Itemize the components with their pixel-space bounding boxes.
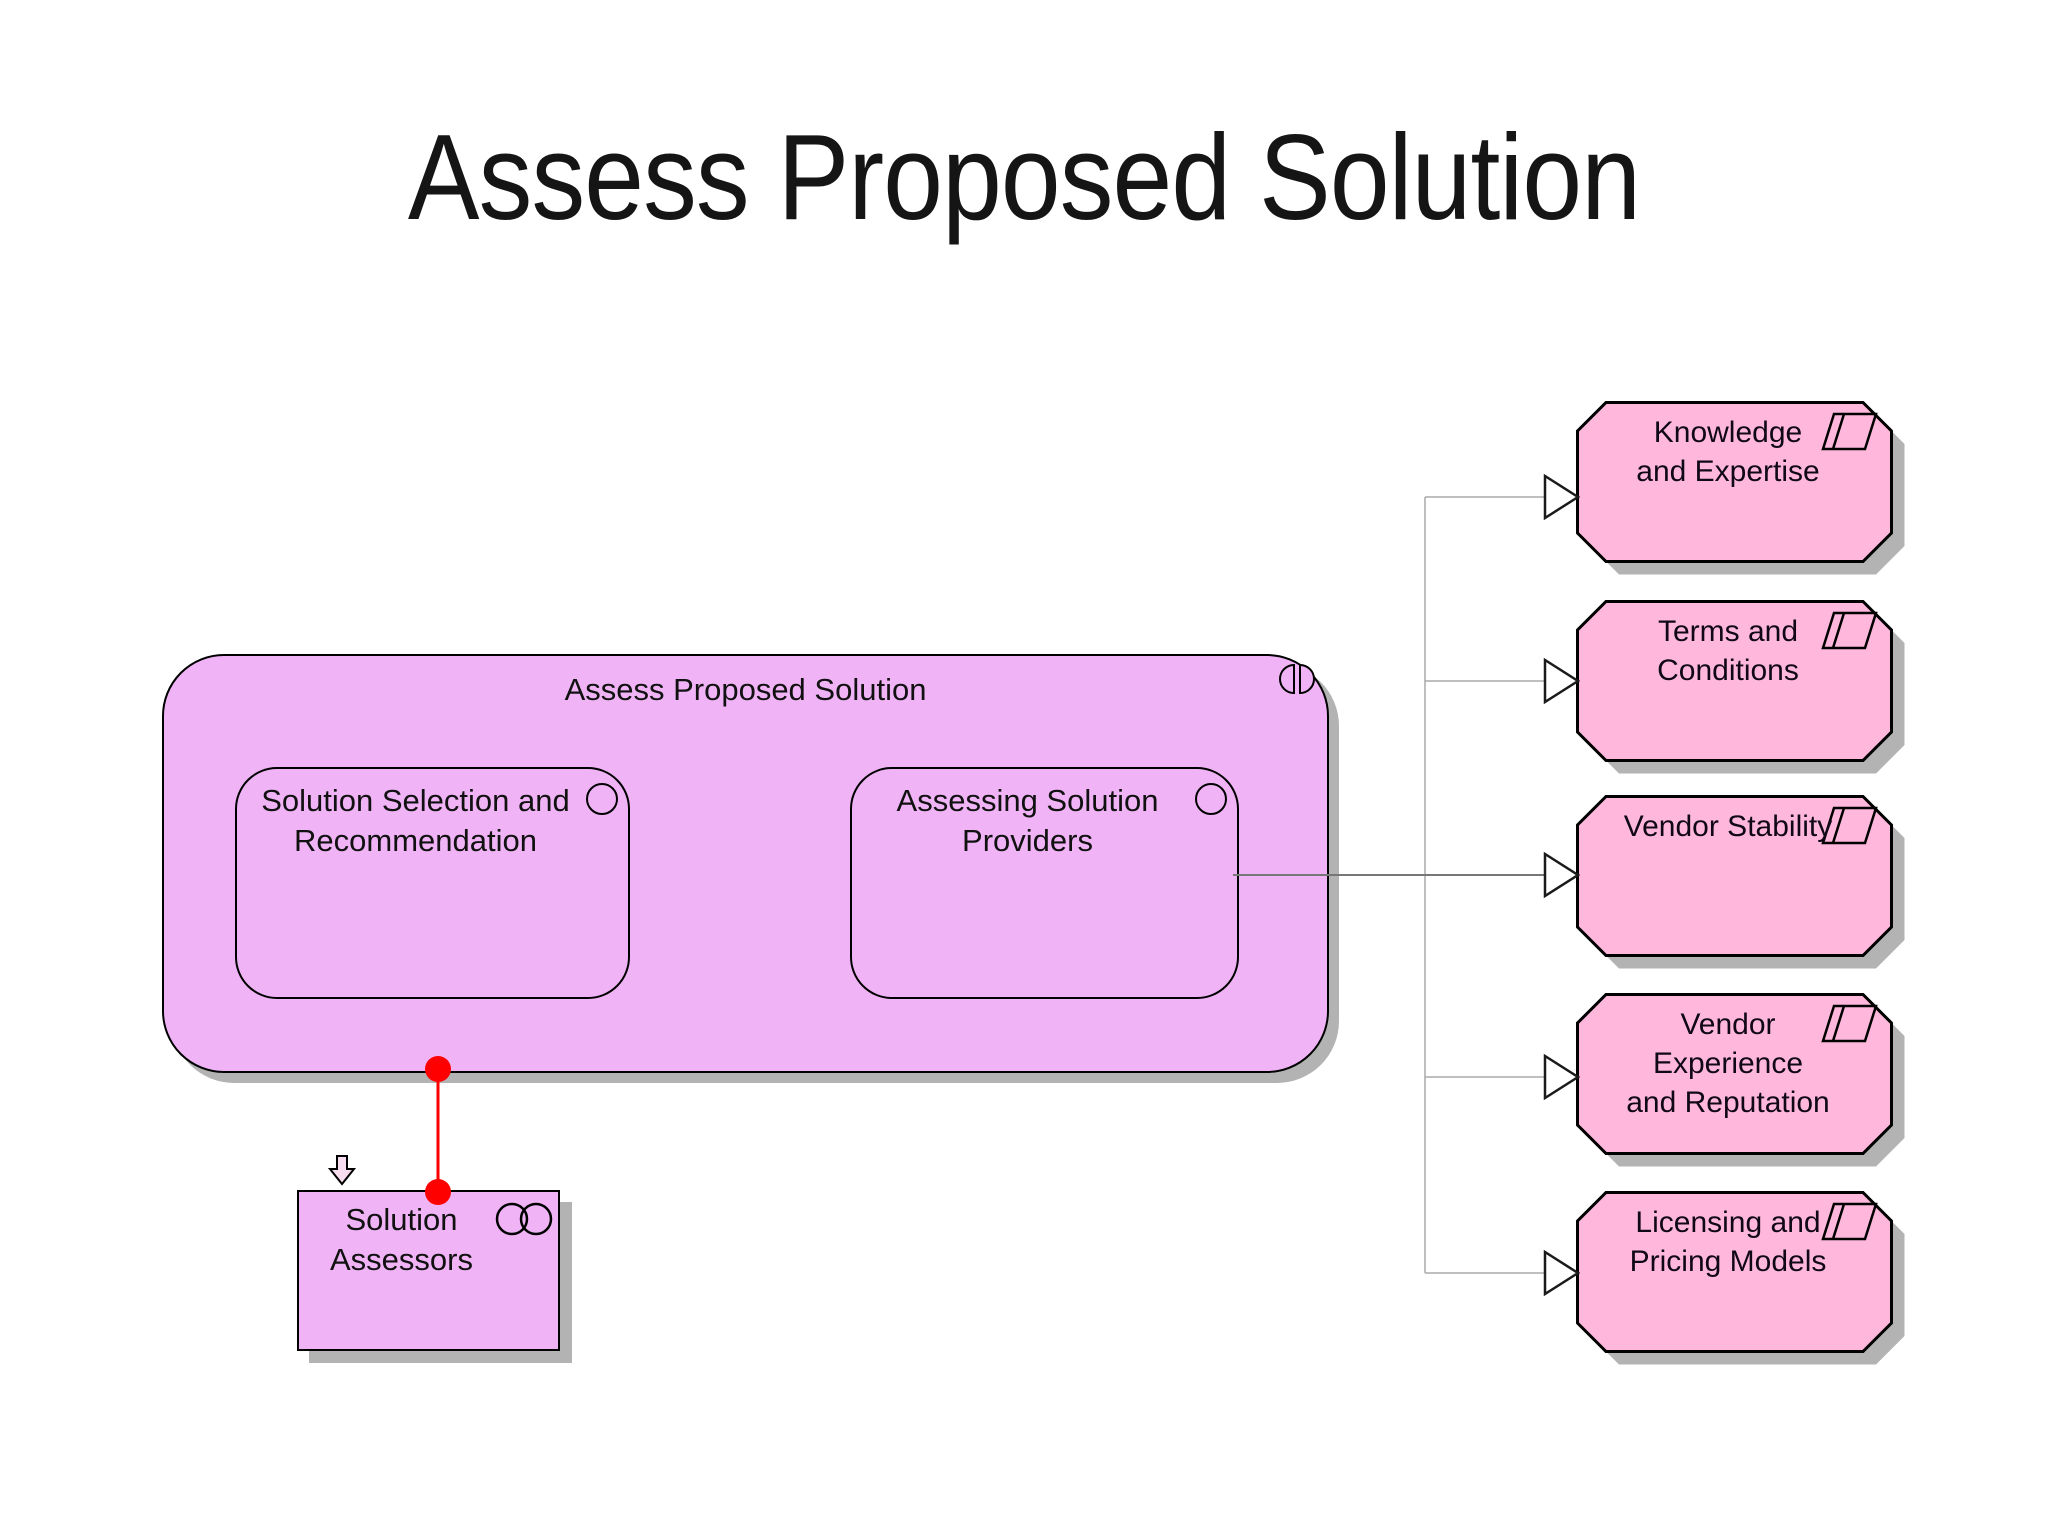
deliverable-knowledge-and-expertise[interactable]: Knowledge and Expertise bbox=[1576, 401, 1910, 581]
deliverable-vendor-stability[interactable]: Vendor Stability bbox=[1576, 795, 1910, 975]
deliverable-vendor-experience-reputation[interactable]: Vendor Experience and Reputation bbox=[1576, 993, 1910, 1173]
sub-process-assessing-providers[interactable]: Assessing Solution Providers bbox=[850, 767, 1239, 999]
deliverable-icon bbox=[1821, 1004, 1878, 1043]
process-circle-icon bbox=[586, 783, 618, 815]
process-group-label: Assess Proposed Solution bbox=[564, 672, 927, 707]
process-circle-icon bbox=[1195, 783, 1227, 815]
deliverable-icon bbox=[1821, 1202, 1878, 1241]
realization-arrowhead-icon bbox=[1543, 851, 1581, 899]
down-arrow-icon bbox=[328, 1155, 356, 1186]
deliverable-label: Vendor Experience and Reputation bbox=[1626, 1008, 1830, 1119]
actor-label: Solution Assessors bbox=[330, 1202, 473, 1278]
octagon-shape bbox=[1576, 401, 1905, 575]
page-title: Assess Proposed Solution bbox=[407, 109, 1641, 245]
octagon-shape bbox=[1576, 1191, 1905, 1365]
collaboration-icon bbox=[495, 1202, 553, 1236]
deliverable-licensing-pricing-models[interactable]: Licensing and Pricing Models bbox=[1576, 1191, 1910, 1371]
octagon-shape bbox=[1576, 600, 1905, 774]
realization-arrowhead-icon bbox=[1543, 657, 1581, 705]
process-group-assess-proposed-solution[interactable]: Assess Proposed Solution Solution Select… bbox=[162, 654, 1329, 1073]
realization-arrowhead-icon bbox=[1543, 1249, 1581, 1297]
deliverable-icon bbox=[1821, 412, 1878, 451]
realization-arrowhead-icon bbox=[1543, 473, 1581, 521]
deliverable-label: Vendor Stability bbox=[1623, 810, 1833, 843]
deliverable-terms-and-conditions[interactable]: Terms and Conditions bbox=[1576, 600, 1910, 780]
deliverable-icon bbox=[1821, 806, 1878, 845]
deliverable-icon bbox=[1821, 611, 1878, 650]
deliverable-label: Terms and Conditions bbox=[1657, 615, 1799, 687]
deliverable-label: Licensing and Pricing Models bbox=[1629, 1206, 1827, 1278]
sub-process-label: Solution Selection and Recommendation bbox=[261, 783, 570, 859]
sub-process-solution-selection[interactable]: Solution Selection and Recommendation bbox=[235, 767, 630, 999]
actor-solution-assessors[interactable]: Solution Assessors bbox=[297, 1190, 560, 1351]
realization-arrowhead-icon bbox=[1543, 1053, 1581, 1101]
deliverable-label: Knowledge and Expertise bbox=[1636, 416, 1820, 488]
sub-process-label: Assessing Solution Providers bbox=[896, 783, 1159, 859]
octagon-shape bbox=[1576, 993, 1905, 1167]
interaction-icon bbox=[1279, 663, 1315, 695]
